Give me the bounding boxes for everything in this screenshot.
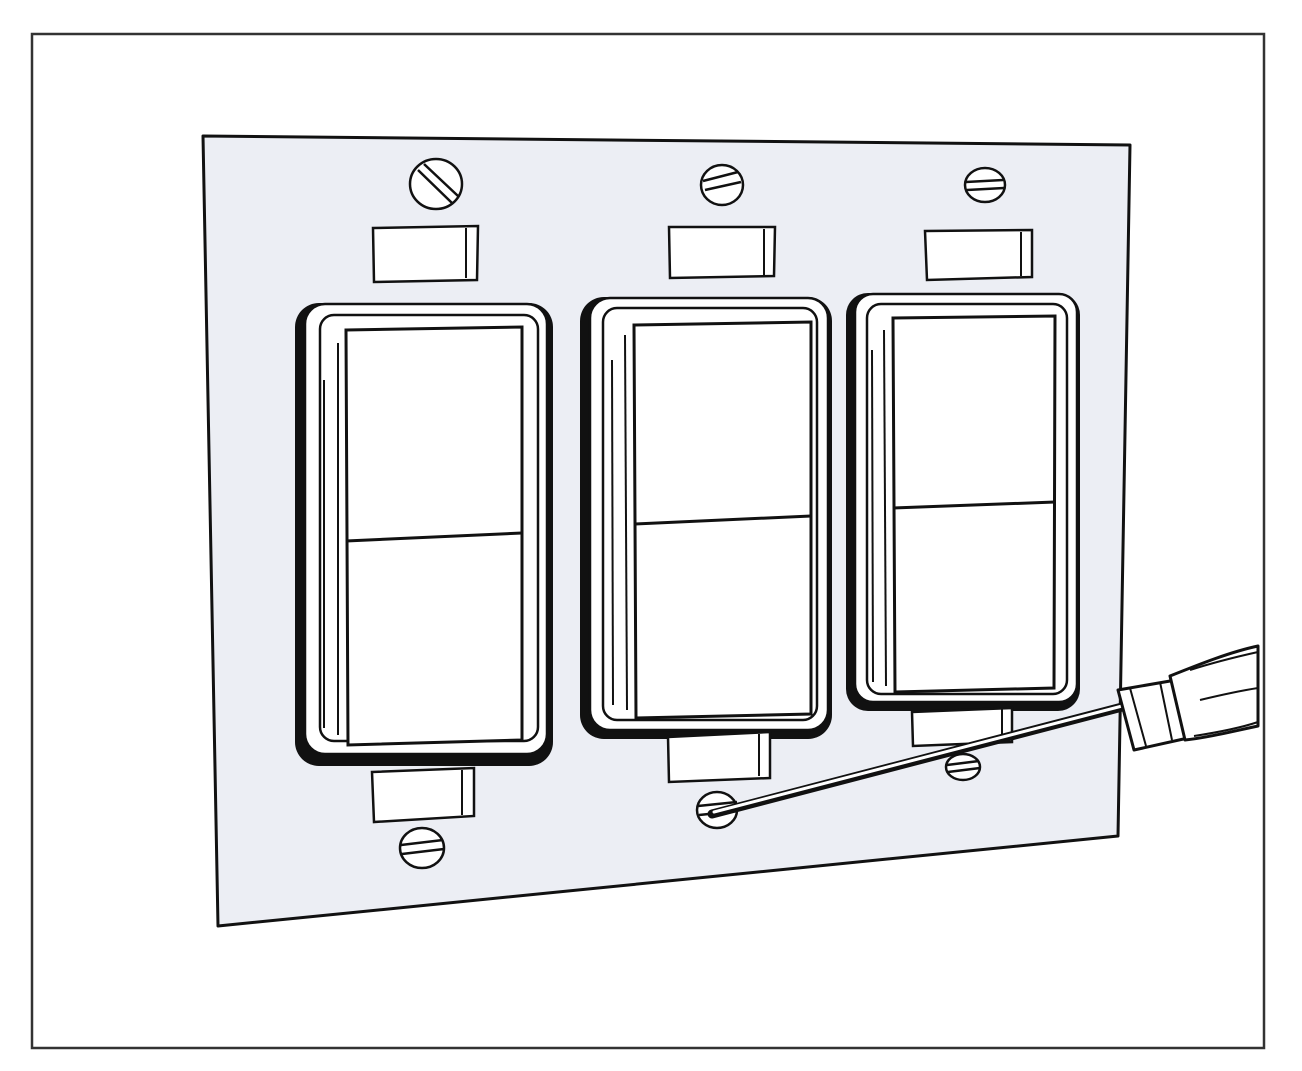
screwdriver-icon (707, 644, 1260, 819)
top-tab (371, 224, 480, 284)
bottom-tab (666, 730, 772, 784)
top-tab (667, 225, 777, 280)
screw-icon (699, 163, 745, 207)
screw-icon (944, 752, 982, 782)
switch-right (846, 292, 1080, 711)
switch-middle (580, 296, 832, 739)
switch-left (295, 302, 553, 766)
screw-icon (408, 157, 464, 211)
screw-icon (398, 826, 446, 870)
top-tab (923, 228, 1034, 282)
bottom-tab (370, 766, 476, 824)
screw-icon (963, 166, 1007, 204)
